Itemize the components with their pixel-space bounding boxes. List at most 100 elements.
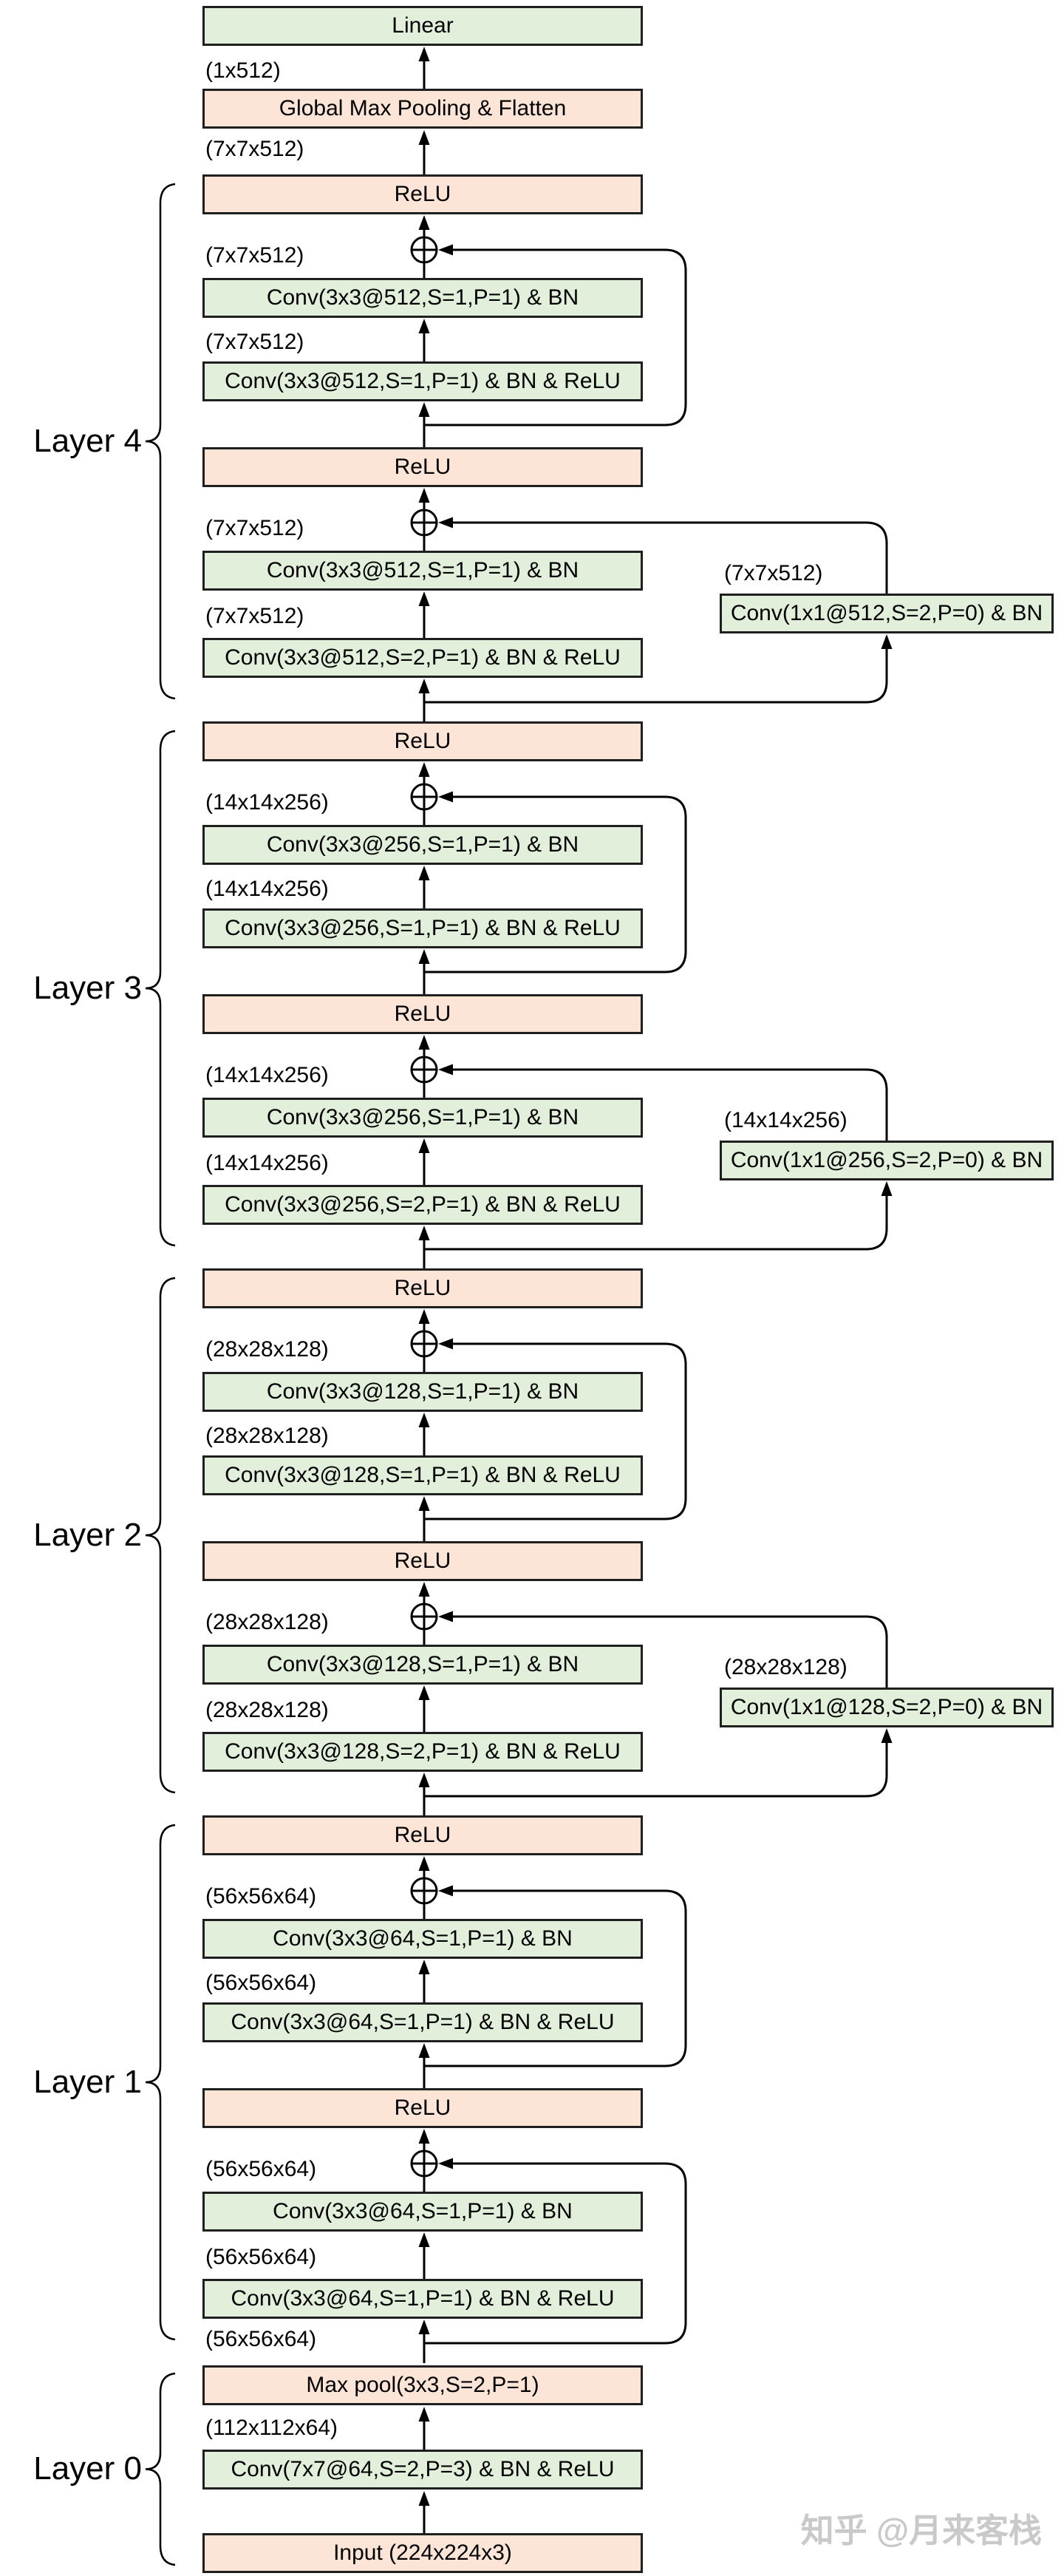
dim-label: (7x7x512) bbox=[724, 561, 823, 585]
box-conv-stem: Conv(7x7@64,S=2,P=3) & BN & ReLU bbox=[202, 2450, 643, 2490]
box-linear: Linear bbox=[202, 6, 643, 46]
box-relu: ReLU bbox=[202, 721, 643, 761]
layer-label: Layer 0 bbox=[33, 2450, 142, 2487]
arrowhead-up-icon bbox=[881, 1181, 893, 1196]
arrowhead-up-icon bbox=[418, 215, 430, 230]
skip-connection bbox=[424, 1889, 687, 2067]
arrowhead-up-icon bbox=[418, 1226, 430, 1240]
arrowhead-up-icon bbox=[418, 591, 430, 606]
watermark: 知乎 @月来客栈 bbox=[800, 2512, 1042, 2549]
layer-label: Layer 1 bbox=[33, 2064, 142, 2100]
skip-connection bbox=[424, 2162, 687, 2345]
box-conv-down: Conv(3x3@128,S=2,P=1) & BN & ReLU bbox=[202, 1732, 643, 1772]
dim-label: (7x7x512) bbox=[205, 137, 304, 161]
box-conv-bn: Conv(3x3@64,S=1,P=1) & BN bbox=[202, 1919, 643, 1959]
arrowhead-up-icon bbox=[418, 1309, 430, 1324]
dim-label: (14x14x256) bbox=[205, 877, 329, 901]
box-conv-bn: Conv(3x3@128,S=1,P=1) & BN bbox=[202, 1372, 643, 1412]
box-conv-bn: Conv(3x3@256,S=1,P=1) & BN bbox=[202, 1098, 643, 1138]
dim-label: (7x7x512) bbox=[205, 604, 304, 628]
arrowhead-left-icon bbox=[438, 517, 453, 529]
arrowhead-up-icon bbox=[418, 130, 430, 145]
arrowhead-left-icon bbox=[438, 244, 453, 256]
skip-connection bbox=[424, 1342, 687, 1520]
arrowhead-up-icon bbox=[418, 1960, 430, 1974]
arrowhead-left-icon bbox=[438, 1064, 453, 1075]
box-conv-side: Conv(1x1@128,S=2,P=0) & BN bbox=[720, 1688, 1054, 1727]
box-relu: ReLU bbox=[202, 994, 643, 1034]
box-gmp: Global Max Pooling & Flatten bbox=[202, 89, 643, 129]
arrowhead-left-icon bbox=[438, 1885, 453, 1897]
dim-label: (28x28x128) bbox=[205, 1337, 329, 1362]
arrowhead-up-icon bbox=[418, 1413, 430, 1427]
arrowhead-up-icon bbox=[881, 1728, 893, 1743]
arrowhead-up-icon bbox=[418, 866, 430, 880]
layer-brace bbox=[145, 1824, 176, 2341]
dim-label: (56x56x64) bbox=[205, 2245, 317, 2269]
skip-connection bbox=[424, 1730, 888, 1798]
arrowhead-up-icon bbox=[418, 47, 430, 61]
box-conv-side: Conv(1x1@256,S=2,P=0) & BN bbox=[720, 1141, 1054, 1180]
box-relu: ReLU bbox=[202, 1815, 643, 1855]
box-conv-bn: Conv(3x3@512,S=1,P=1) & BN bbox=[202, 278, 643, 318]
box-relu: ReLU bbox=[202, 2088, 643, 2128]
box-conv-bn-relu: Conv(3x3@128,S=1,P=1) & BN & ReLU bbox=[202, 1455, 643, 1495]
arrowhead-up-icon bbox=[418, 2491, 430, 2506]
skip-connection bbox=[424, 636, 888, 704]
layer-brace bbox=[145, 183, 176, 700]
dim-label: (14x14x256) bbox=[205, 1151, 329, 1175]
dim-label: (56x56x64) bbox=[205, 1884, 317, 1909]
dim-label: (28x28x128) bbox=[724, 1655, 848, 1679]
arrowhead-up-icon bbox=[881, 634, 893, 649]
dim-label: (56x56x64) bbox=[205, 1971, 317, 1995]
box-conv-down: Conv(3x3@64,S=1,P=1) & BN & ReLU bbox=[202, 2279, 643, 2319]
box-maxpool: Max pool(3x3,S=2,P=1) bbox=[202, 2365, 643, 2405]
arrowhead-up-icon bbox=[418, 2320, 430, 2334]
box-input: Input (224x224x3) bbox=[202, 2533, 643, 2573]
arrowhead-up-icon bbox=[418, 2232, 430, 2247]
arrowhead-up-icon bbox=[418, 1496, 430, 1511]
dim-label: (14x14x256) bbox=[205, 1063, 329, 1087]
box-relu: ReLU bbox=[202, 1541, 643, 1581]
layer-label: Layer 4 bbox=[33, 423, 142, 459]
arrowhead-up-icon bbox=[418, 679, 430, 693]
arrowhead-up-icon bbox=[418, 1685, 430, 1700]
layer-brace bbox=[145, 730, 176, 1247]
arrowhead-left-icon bbox=[438, 2158, 453, 2169]
arrowhead-up-icon bbox=[418, 2129, 430, 2144]
dim-label: (56x56x64) bbox=[205, 2327, 317, 2351]
box-conv-down: Conv(3x3@512,S=2,P=1) & BN & ReLU bbox=[202, 638, 643, 678]
skip-connection bbox=[451, 1068, 888, 1141]
dim-label: (28x28x128) bbox=[205, 1610, 329, 1634]
dim-label: (28x28x128) bbox=[205, 1698, 329, 1722]
layer-label: Layer 2 bbox=[33, 1517, 142, 1553]
dim-label: (56x56x64) bbox=[205, 2157, 317, 2181]
skip-connection bbox=[451, 1615, 888, 1688]
box-relu: ReLU bbox=[202, 174, 643, 214]
arrowhead-up-icon bbox=[418, 1773, 430, 1787]
skip-connection bbox=[451, 521, 888, 594]
dim-label: (7x7x512) bbox=[205, 330, 304, 354]
box-conv-down: Conv(3x3@256,S=2,P=1) & BN & ReLU bbox=[202, 1185, 643, 1225]
arrowhead-up-icon bbox=[418, 1035, 430, 1050]
arrowhead-up-icon bbox=[418, 2407, 430, 2422]
box-conv-bn: Conv(3x3@128,S=1,P=1) & BN bbox=[202, 1645, 643, 1685]
dim-label: (1x512) bbox=[205, 58, 281, 83]
skip-connection bbox=[424, 795, 687, 973]
arrowhead-up-icon bbox=[418, 488, 430, 503]
box-relu: ReLU bbox=[202, 1268, 643, 1308]
box-relu: ReLU bbox=[202, 447, 643, 487]
arrowhead-up-icon bbox=[418, 2043, 430, 2058]
box-conv-bn: Conv(3x3@64,S=1,P=1) & BN bbox=[202, 2192, 643, 2232]
arrowhead-left-icon bbox=[438, 1338, 453, 1350]
box-conv-bn: Conv(3x3@256,S=1,P=1) & BN bbox=[202, 825, 643, 865]
box-conv-bn-relu: Conv(3x3@512,S=1,P=1) & BN & ReLU bbox=[202, 361, 643, 401]
dim-label: (14x14x256) bbox=[205, 790, 329, 815]
layer-brace bbox=[145, 2372, 176, 2566]
arrowhead-up-icon bbox=[418, 1138, 430, 1153]
arrowhead-left-icon bbox=[438, 1611, 453, 1622]
dim-label: (28x28x128) bbox=[205, 1424, 329, 1448]
arrowhead-up-icon bbox=[418, 402, 430, 417]
box-conv-bn-relu: Conv(3x3@64,S=1,P=1) & BN & ReLU bbox=[202, 2002, 643, 2042]
dim-label: (112x112x64) bbox=[205, 2416, 338, 2440]
